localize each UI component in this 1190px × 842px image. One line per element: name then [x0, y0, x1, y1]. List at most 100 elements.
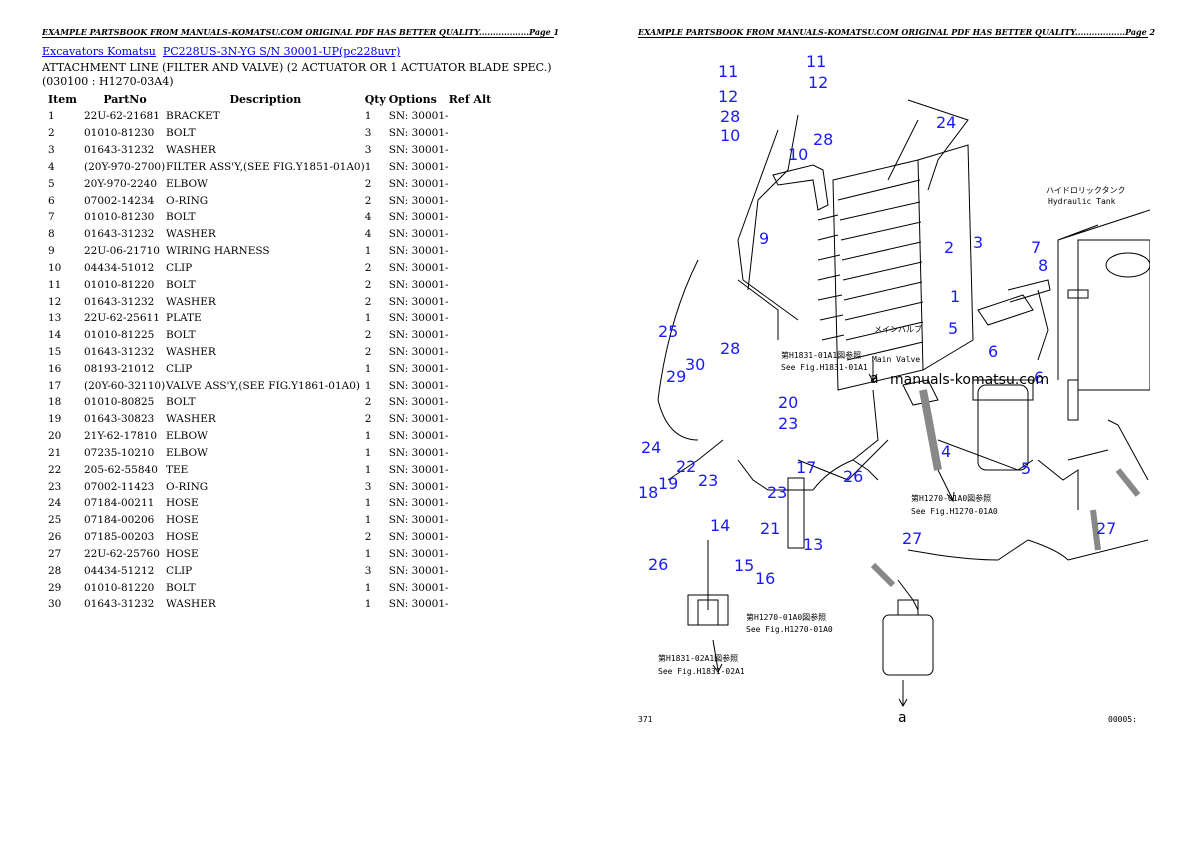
- cell-description: WASHER: [166, 144, 216, 157]
- cell-description: ELBOW: [166, 177, 208, 190]
- cell-item: 5: [48, 177, 55, 190]
- cell-partno: 01010-81230: [84, 211, 155, 224]
- cell-partno: 205-62-55840: [84, 463, 158, 476]
- svg-text:2: 2: [944, 238, 954, 257]
- breadcrumb-link-category[interactable]: Excavators Komatsu: [42, 45, 156, 58]
- svg-text:26: 26: [843, 467, 863, 486]
- cell-options: SN: 30001-: [388, 177, 449, 190]
- cell-refalt: [449, 175, 492, 192]
- cell-item: 21: [48, 446, 62, 459]
- cell-refalt: [449, 461, 492, 478]
- col-description: Description: [229, 92, 302, 106]
- svg-text:8: 8: [1038, 256, 1048, 275]
- col-options: Options: [388, 92, 437, 106]
- svg-text:13: 13: [803, 535, 823, 554]
- cell-description: CLIP: [166, 362, 193, 375]
- cell-item: 14: [48, 329, 62, 342]
- cell-qty: 1: [364, 581, 372, 594]
- cell-item: 9: [48, 245, 55, 258]
- svg-text:29: 29: [666, 367, 686, 386]
- svg-text:26: 26: [648, 555, 668, 574]
- cell-options: SN: 30001-: [388, 110, 449, 123]
- svg-text:12: 12: [808, 73, 828, 92]
- svg-text:17: 17: [796, 458, 816, 477]
- cell-description: WASHER: [166, 228, 216, 241]
- cell-refalt: [449, 226, 492, 243]
- cell-refalt: [449, 394, 492, 411]
- cell-options: SN: 30001-: [388, 228, 449, 241]
- cell-refalt: [449, 142, 492, 159]
- breadcrumb: Excavators Komatsu PC228US-3N-YG S/N 300…: [42, 45, 400, 58]
- cell-qty: 2: [364, 329, 372, 342]
- cell-description: CLIP: [166, 564, 193, 577]
- cell-partno: 04434-51212: [84, 564, 155, 577]
- svg-text:10: 10: [720, 126, 740, 145]
- cell-options: SN: 30001-: [388, 581, 449, 594]
- cell-refalt: [449, 445, 492, 462]
- breadcrumb-link-model[interactable]: PC228US-3N-YG S/N 30001-UP(pc228uvr): [162, 45, 401, 58]
- cell-description: BOLT: [166, 278, 196, 291]
- cell-options: SN: 30001-: [388, 413, 449, 426]
- svg-text:22: 22: [676, 457, 696, 476]
- cell-description: BOLT: [166, 211, 196, 224]
- cell-options: SN: 30001-: [388, 211, 449, 224]
- cell-refalt: [449, 495, 492, 512]
- cell-description: WIRING HARNESS: [166, 245, 270, 258]
- svg-text:27: 27: [1096, 519, 1116, 538]
- cell-qty: 3: [364, 127, 372, 140]
- cell-refalt: [449, 276, 492, 293]
- svg-text:28: 28: [720, 339, 740, 358]
- cell-item: 2: [48, 127, 55, 140]
- cell-partno: 01010-80825: [84, 396, 155, 409]
- cell-qty: 2: [364, 295, 372, 308]
- cell-item: 22: [48, 463, 62, 476]
- svg-text:3: 3: [973, 233, 983, 252]
- col-refalt: Ref Alt: [448, 92, 492, 106]
- cell-item: 28: [48, 564, 62, 577]
- tank-label-jp: ハイドロリックタンク: [1046, 186, 1126, 195]
- cell-options: SN: 30001-: [388, 379, 449, 392]
- corner-right: 00005:: [1108, 715, 1137, 724]
- svg-text:11: 11: [806, 52, 826, 71]
- svg-text:23: 23: [767, 483, 787, 502]
- svg-text:23: 23: [698, 471, 718, 490]
- cell-description: O-RING: [166, 194, 209, 207]
- svg-text:24: 24: [936, 113, 956, 132]
- cell-options: SN: 30001-: [388, 430, 449, 443]
- cell-refalt: [449, 478, 492, 495]
- cell-options: SN: 30001-: [388, 144, 449, 157]
- cell-partno: 01643-31232: [84, 228, 155, 241]
- cell-item: 6: [48, 194, 55, 207]
- cell-refalt: [449, 125, 492, 142]
- table-row: 4(20Y-970-2700)FILTER ASS'Y,(SEE FIG.Y18…: [42, 158, 491, 175]
- svg-text:28: 28: [720, 107, 740, 126]
- page-title: ATTACHMENT LINE (FILTER AND VALVE) (2 AC…: [42, 61, 552, 88]
- cell-description: HOSE: [166, 497, 199, 510]
- cell-item: 26: [48, 531, 62, 544]
- cell-item: 12: [48, 295, 62, 308]
- svg-text:5: 5: [1021, 459, 1031, 478]
- cell-qty: 4: [364, 211, 372, 224]
- cell-partno: 07002-14234: [84, 194, 155, 207]
- cell-partno: 01643-31232: [84, 295, 155, 308]
- svg-text:5: 5: [948, 319, 958, 338]
- cell-qty: 1: [364, 463, 372, 476]
- svg-text:11: 11: [718, 62, 738, 81]
- cell-refalt: [449, 259, 492, 276]
- cell-options: SN: 30001-: [388, 245, 449, 258]
- col-partno: PartNo: [103, 92, 147, 106]
- cell-refalt: [449, 360, 492, 377]
- cell-partno: 22U-62-25760: [84, 547, 160, 560]
